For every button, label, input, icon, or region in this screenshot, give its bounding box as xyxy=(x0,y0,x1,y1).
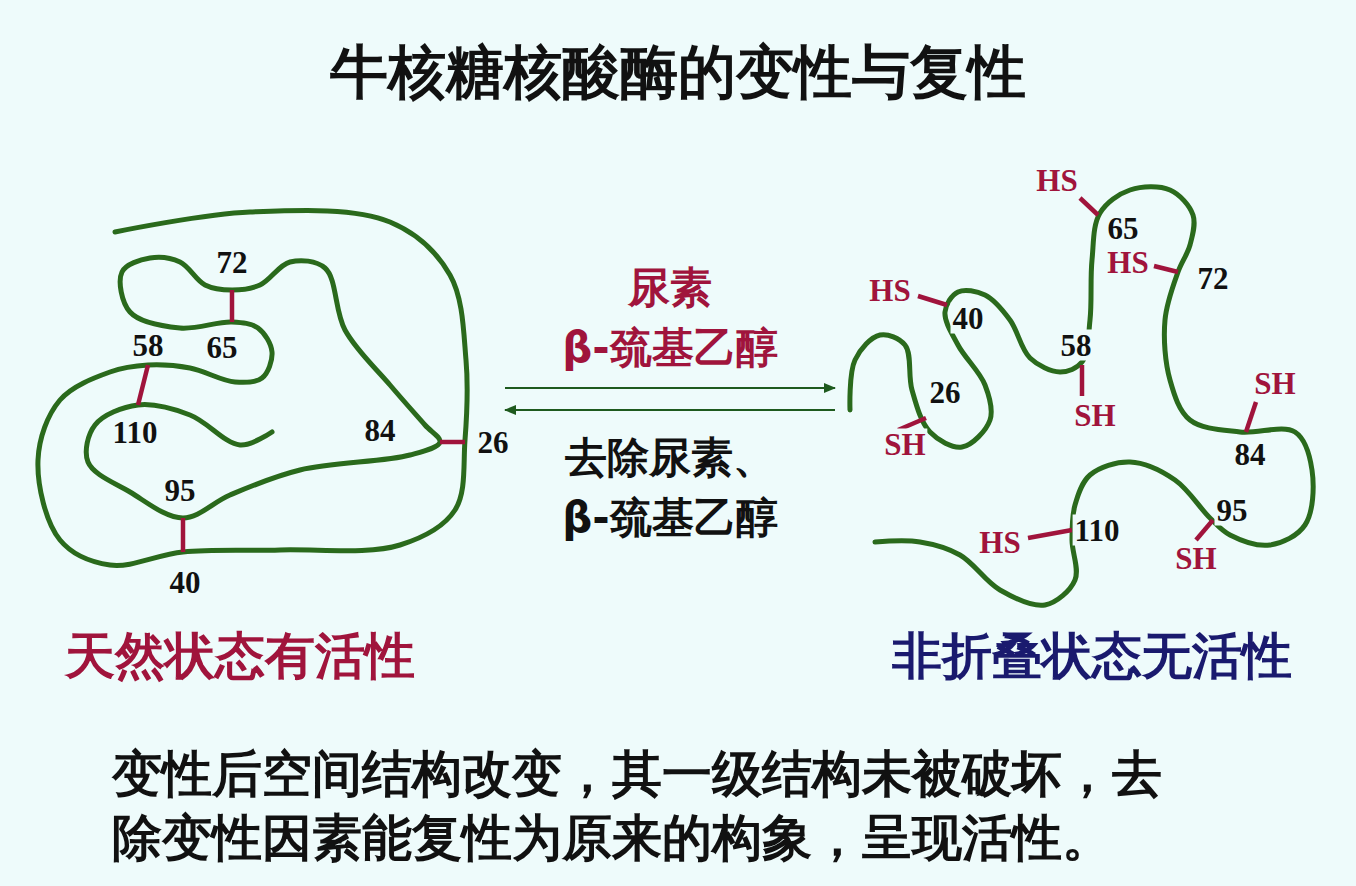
residue-number: 84 xyxy=(1233,439,1268,470)
reagent-label: 去除尿素、 β-巯基乙醇 xyxy=(535,428,805,548)
peptide-chain xyxy=(850,187,1313,606)
residue-number: 95 xyxy=(1215,495,1250,526)
residue-number: 72 xyxy=(1196,263,1231,294)
thiol-label: SH xyxy=(1252,368,1297,399)
reaction-arrow xyxy=(505,387,835,389)
sulfhydryl-group xyxy=(1080,198,1098,215)
thiol-label: SH xyxy=(1173,543,1218,574)
disulfide-bond xyxy=(138,365,148,405)
disulfide-bond xyxy=(181,518,186,552)
residue-number: 58 xyxy=(131,330,166,361)
residue-number: 110 xyxy=(1073,515,1122,546)
native-state: 天然状态有活性 xyxy=(20,200,505,695)
thiol-label: HS xyxy=(867,275,912,306)
residue-number: 40 xyxy=(951,303,986,334)
thiol-label: HS xyxy=(1105,247,1150,278)
sulfhydryl-group xyxy=(1246,402,1256,432)
title: 牛核糖核酸酶的变性与复性 xyxy=(330,38,1026,108)
thiol-label: HS xyxy=(977,527,1022,558)
sulfhydryl-group xyxy=(1154,266,1178,272)
residue-number: 26 xyxy=(476,427,511,458)
residue-number: 110 xyxy=(111,417,160,448)
state-caption: 非折叠状态无活性 xyxy=(892,626,1292,686)
caption: 变性后空间结构改变，其一级结构未被破坏，去除变性因素能复性为原来的构象，呈现活性… xyxy=(112,742,1187,870)
sulfhydryl-group xyxy=(1080,365,1085,396)
thiol-label: SH xyxy=(882,429,927,460)
residue-number: 65 xyxy=(205,332,240,363)
residue-number: 26 xyxy=(928,377,963,408)
residue-number: 40 xyxy=(168,567,203,598)
residue-number: 95 xyxy=(163,475,198,506)
residue-number: 72 xyxy=(215,247,250,278)
sulfhydryl-group xyxy=(918,296,947,305)
thiol-label: HS xyxy=(1034,165,1079,196)
sulfhydryl-group xyxy=(1028,530,1072,538)
residue-number: 58 xyxy=(1059,330,1094,361)
disulfide-bond xyxy=(440,440,465,445)
residue-number: 65 xyxy=(1106,213,1141,244)
disulfide-bond xyxy=(230,290,235,322)
sulfhydryl-group xyxy=(1196,520,1213,540)
reagent-label: 尿素 β-巯基乙醇 xyxy=(535,258,805,378)
thiol-label: SH xyxy=(1072,400,1117,431)
residue-number: 84 xyxy=(363,415,398,446)
reaction-arrow xyxy=(505,409,835,411)
state-caption: 天然状态有活性 xyxy=(65,626,415,686)
peptide-chain xyxy=(38,211,467,566)
